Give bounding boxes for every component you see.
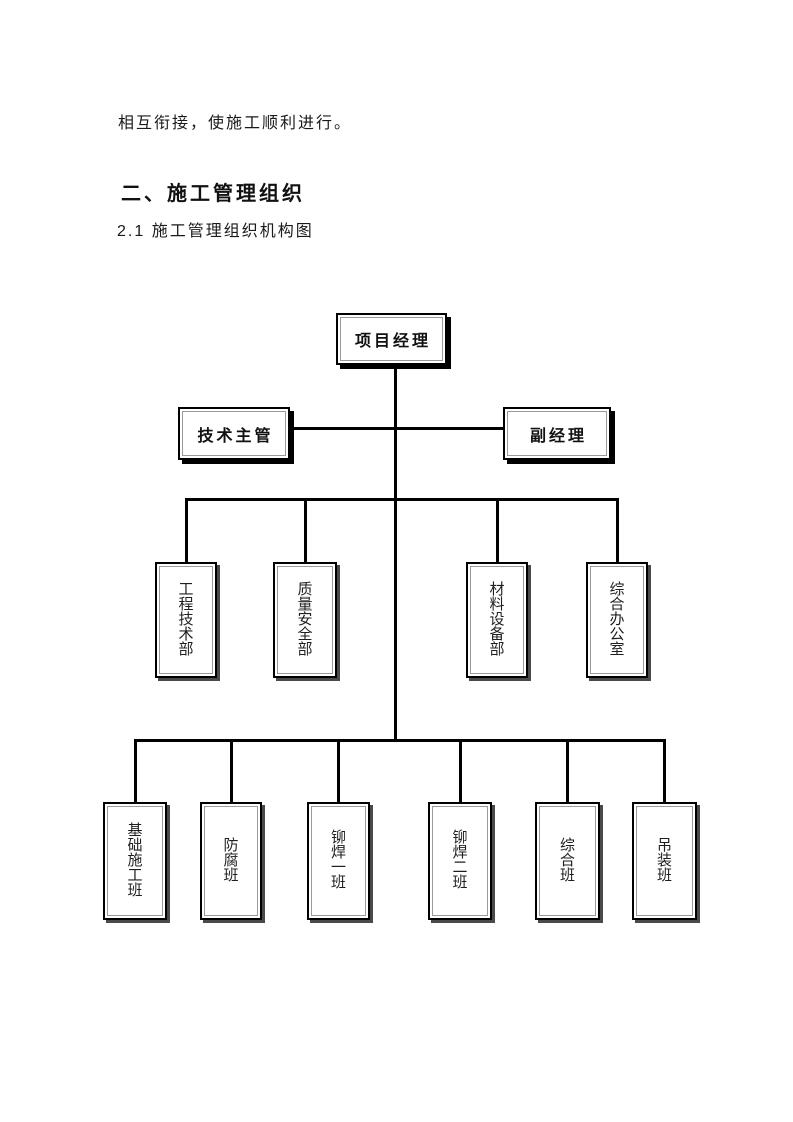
connector-drop-team-6 [663, 739, 666, 802]
org-box-label: 综合班 [539, 806, 596, 916]
org-box-general-office: 综合办公室 [586, 562, 648, 678]
org-box-label: 质量安全部 [277, 566, 333, 674]
connector-departments-horizontal [185, 498, 619, 501]
connector-staff-horizontal [290, 427, 503, 430]
org-box-label: 铆焊二班 [432, 806, 488, 916]
org-box-label: 项目经理 [340, 317, 443, 361]
org-box-project-manager: 项目经理 [336, 313, 447, 365]
section-heading: 二、施工管理组织 [121, 183, 305, 205]
connector-drop-dept-2 [304, 498, 307, 562]
org-box-tech-supervisor: 技术主管 [178, 407, 290, 460]
sub-heading: 2.1 施工管理组织机构图 [117, 223, 314, 240]
connector-drop-team-4 [459, 739, 462, 802]
connector-drop-team-3 [337, 739, 340, 802]
connector-teams-horizontal [134, 739, 666, 742]
org-box-label: 副经理 [507, 411, 607, 456]
org-box-engineering-dept: 工程技术部 [155, 562, 217, 678]
org-box-label: 材料设备部 [470, 566, 524, 674]
connector-drop-dept-4 [616, 498, 619, 562]
org-box-materials-equipment-dept: 材料设备部 [466, 562, 528, 678]
org-box-quality-safety-dept: 质量安全部 [273, 562, 337, 678]
connector-drop-team-1 [134, 739, 137, 802]
org-box-general-team: 综合班 [535, 802, 600, 920]
org-box-label: 吊装班 [636, 806, 693, 916]
connector-main-vertical [394, 365, 397, 742]
connector-drop-dept-3 [496, 498, 499, 562]
org-box-label: 技术主管 [182, 411, 286, 456]
connector-drop-team-2 [230, 739, 233, 802]
org-box-riveting-welding-team-2: 铆焊二班 [428, 802, 492, 920]
connector-drop-team-5 [566, 739, 569, 802]
org-box-label: 工程技术部 [159, 566, 213, 674]
connector-drop-dept-1 [185, 498, 188, 562]
org-box-foundation-team: 基础施工班 [103, 802, 167, 920]
org-box-hoisting-team: 吊装班 [632, 802, 697, 920]
org-box-label: 铆焊一班 [311, 806, 366, 916]
org-box-label: 综合办公室 [590, 566, 644, 674]
body-paragraph: 相互衔接，使施工顺利进行。 [118, 115, 353, 132]
org-box-riveting-welding-team-1: 铆焊一班 [307, 802, 370, 920]
org-box-anticorrosion-team: 防腐班 [200, 802, 262, 920]
org-box-label: 基础施工班 [107, 806, 163, 916]
org-box-label: 防腐班 [204, 806, 258, 916]
org-box-deputy-manager: 副经理 [503, 407, 611, 460]
